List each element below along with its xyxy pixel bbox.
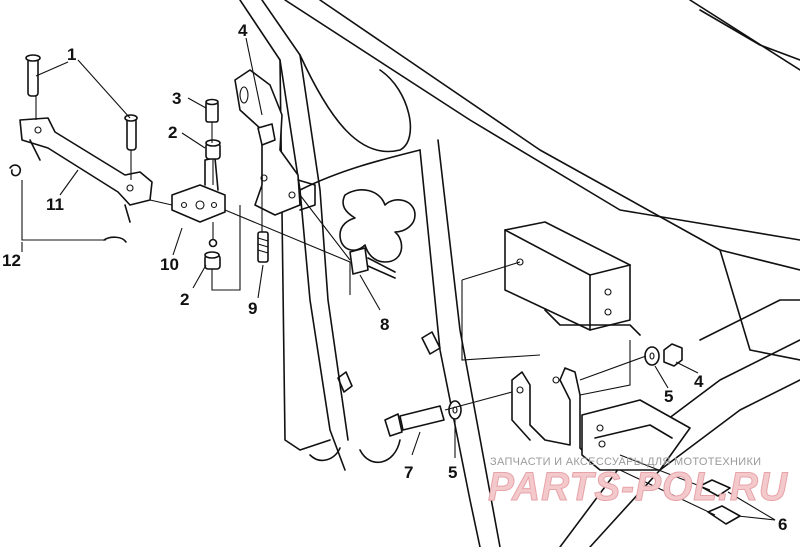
watermark: ЗАПЧАСТИ И АКСЕССУАРЫ ДЛЯ МОТОТЕХНИКИ PA…	[488, 456, 788, 510]
bolt-center	[257, 231, 269, 263]
callout-8: 8	[380, 315, 389, 334]
clevis-pin-lower	[124, 114, 138, 151]
callout-labels: 1 2 2 3 4 4 5 5 6 7 8 9 10 11 12	[2, 21, 787, 534]
clevis-pin-upper	[25, 54, 41, 97]
box-component	[504, 221, 641, 336]
callout-4-upper: 4	[238, 21, 248, 40]
clip-lower	[103, 236, 127, 243]
callout-1: 1	[67, 45, 76, 64]
bushing-upper	[205, 139, 221, 160]
watermark-subtitle: ЗАПЧАСТИ И АКСЕССУАРЫ ДЛЯ МОТОТЕХНИКИ	[490, 456, 761, 468]
callout-5-lower: 5	[448, 463, 457, 482]
pivot-bracket	[171, 157, 226, 223]
callout-4-right: 4	[694, 372, 704, 391]
callout-3: 3	[172, 89, 181, 108]
leader-lines	[21, 37, 776, 521]
callout-2-lower: 2	[180, 290, 189, 309]
callout-7: 7	[404, 463, 413, 482]
linkage-rod	[19, 117, 153, 223]
mounting-bracket	[511, 367, 691, 471]
callout-10: 10	[160, 255, 179, 274]
watermark-brand: PARTS-POL.RU	[488, 465, 788, 509]
nut	[663, 343, 683, 367]
lever-plate	[234, 69, 316, 216]
assembly-lines	[21, 95, 716, 516]
callout-5-right: 5	[664, 387, 673, 406]
washer-left	[448, 400, 462, 420]
callout-9: 9	[248, 299, 257, 318]
screw	[349, 247, 396, 279]
frame-structure	[239, 0, 800, 547]
bushing-lower	[204, 238, 221, 270]
clip-upper	[9, 164, 22, 177]
callout-12: 12	[2, 251, 21, 270]
spacer	[205, 98, 219, 123]
long-bolt	[384, 405, 445, 437]
callout-6: 6	[778, 515, 787, 534]
callout-2-upper: 2	[168, 123, 177, 142]
callout-11: 11	[46, 195, 64, 214]
washer-right	[644, 346, 660, 366]
